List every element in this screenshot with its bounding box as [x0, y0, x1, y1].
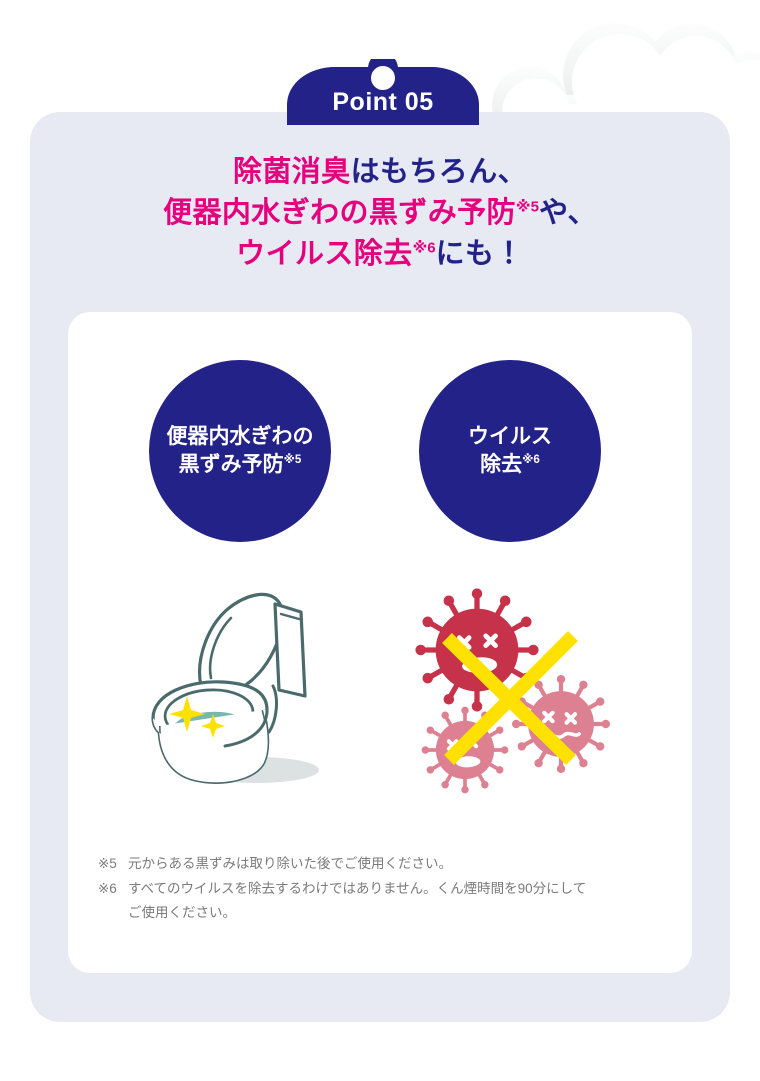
badge-circle-group: 便器内水ぎわの 黒ずみ予防※5 ウイルス 除去※6 [68, 360, 692, 542]
footnote-mark: ※5 [98, 856, 117, 871]
virus-crossed-out-illustration [403, 574, 633, 804]
badge-line-1: 便器内水ぎわの [166, 424, 314, 448]
title-seg: 除菌消臭 [232, 156, 351, 188]
footnote-text: すべてのウイルスを除去するわけではありません。くん煙時間を90分にして [128, 880, 587, 896]
badge-footnote-ref: ※6 [522, 454, 540, 466]
badge-line-2-text: 黒ずみ予防 [178, 453, 284, 476]
point-tab-label: Point 05 [332, 87, 434, 116]
title-footnote-ref: ※6 [412, 239, 436, 257]
badge-line-2-text: 除去 [480, 453, 523, 476]
footnote-mark: ※6 [98, 880, 117, 896]
badge-virus-removal: ウイルス 除去※6 [419, 360, 601, 542]
footnote-item: ※6 すべてのウイルスを除去するわけではありません。くん煙時間を90分にして [98, 877, 678, 902]
title-footnote-ref: ※5 [515, 198, 539, 216]
title-seg: にも！ [435, 238, 524, 271]
title-seg: や、 [538, 197, 597, 230]
title-line-1: 除菌消臭はもちろん、 [30, 152, 730, 193]
title-line-3: ウイルス除去※6にも！ [30, 234, 730, 275]
badge-line-2: 除去※6 [480, 451, 540, 479]
page-title: 除菌消臭はもちろん、 便器内水ぎわの黒ずみ予防※5や、 ウイルス除去※6にも！ [30, 152, 730, 276]
footnotes: ※5 元からある黒ずみは取り除いた後でご使用ください。 ※6 すべてのウイルスを… [98, 852, 678, 926]
footnote-item: ※5 元からある黒ずみは取り除いた後でご使用ください。 [98, 852, 678, 877]
footnote-continuation: ご使用ください。 [128, 905, 236, 921]
title-line-2: 便器内水ぎわの黒ずみ予防※5や、 [30, 193, 730, 234]
badge-line-1: ウイルス [468, 424, 552, 448]
title-seg: 便器内水ぎわの黒ずみ予防 [163, 197, 516, 230]
title-seg: ウイルス除去 [236, 238, 413, 271]
toilet-illustration [125, 574, 355, 804]
title-seg: はもちろん、 [350, 156, 527, 188]
badge-footnote-ref: ※5 [283, 454, 302, 466]
badge-toilet-stain-prevention: 便器内水ぎわの 黒ずみ予防※5 [149, 360, 331, 542]
content-panel: 便器内水ぎわの 黒ずみ予防※5 ウイルス 除去※6 [68, 312, 692, 973]
badge-line-2: 黒ずみ予防※5 [179, 451, 302, 479]
point-tab: Point 05 [287, 57, 479, 125]
footnote-text: 元からある黒ずみは取り除いた後でご使用ください。 [128, 856, 452, 871]
